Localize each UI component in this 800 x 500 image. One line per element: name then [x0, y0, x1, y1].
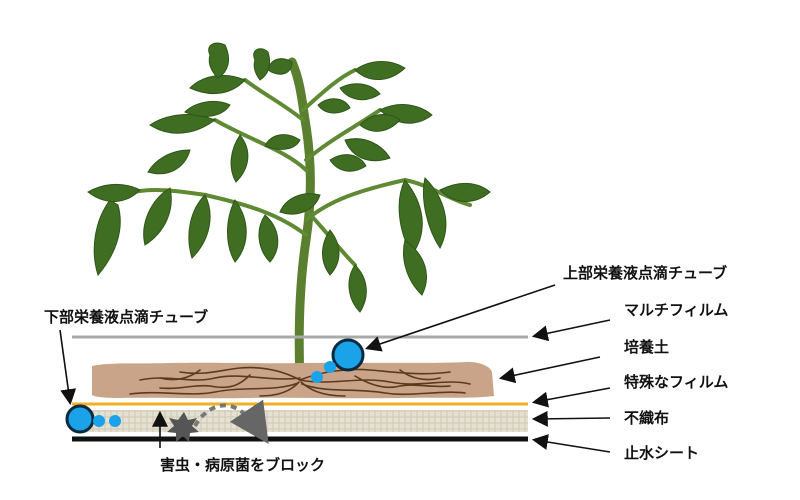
root-system [129, 366, 471, 397]
lower-drip-tube-arrow [59, 329, 77, 406]
nutrient-droplet-icon [109, 415, 121, 427]
nonwoven-fabric-label: 不織布 [624, 409, 669, 427]
nutrient-droplet-icon [324, 361, 336, 373]
waterproof-sheet-arrow [531, 434, 611, 453]
upper-drip-tube [311, 338, 365, 383]
special-film-arrow [531, 387, 611, 408]
special-film-label: 特殊なフィルム [624, 373, 728, 391]
upper-drip-tube-arrow [364, 284, 556, 352]
nonwoven-fabric-layer [72, 410, 528, 432]
nutrient-droplet-icon [311, 371, 323, 383]
mulch-film-arrow [531, 319, 611, 342]
upper-drip-tube-label: 上部栄養液点滴チューブ [563, 264, 727, 282]
waterproof-sheet-label: 止水シート [624, 444, 699, 462]
upper-drip-tube-icon [331, 338, 365, 372]
culture-soil-layer [92, 362, 494, 399]
plant-leaves [87, 42, 491, 313]
tomato-plant [87, 42, 491, 387]
lower-drip-tube-label: 下部栄養液点滴チューブ [44, 308, 208, 326]
plant-branches [108, 68, 472, 267]
nonwoven-fabric-arrow [531, 410, 611, 427]
pest-block-label: 害虫・病原菌をブロック [160, 456, 325, 474]
pathogen-block [167, 399, 269, 444]
culture-soil-label: 培養土 [624, 338, 669, 356]
culture-soil-arrow [498, 356, 601, 384]
lower-drip-tube-icon [65, 404, 95, 434]
lower-drip-tube [65, 404, 121, 434]
star-pathogen-icon [167, 412, 199, 442]
nutrient-droplet-icon [93, 415, 105, 427]
mulch-film-label: マルチフィルム [624, 301, 728, 319]
pathogen-blocked-arrow [193, 399, 269, 444]
label-arrows [59, 284, 611, 453]
